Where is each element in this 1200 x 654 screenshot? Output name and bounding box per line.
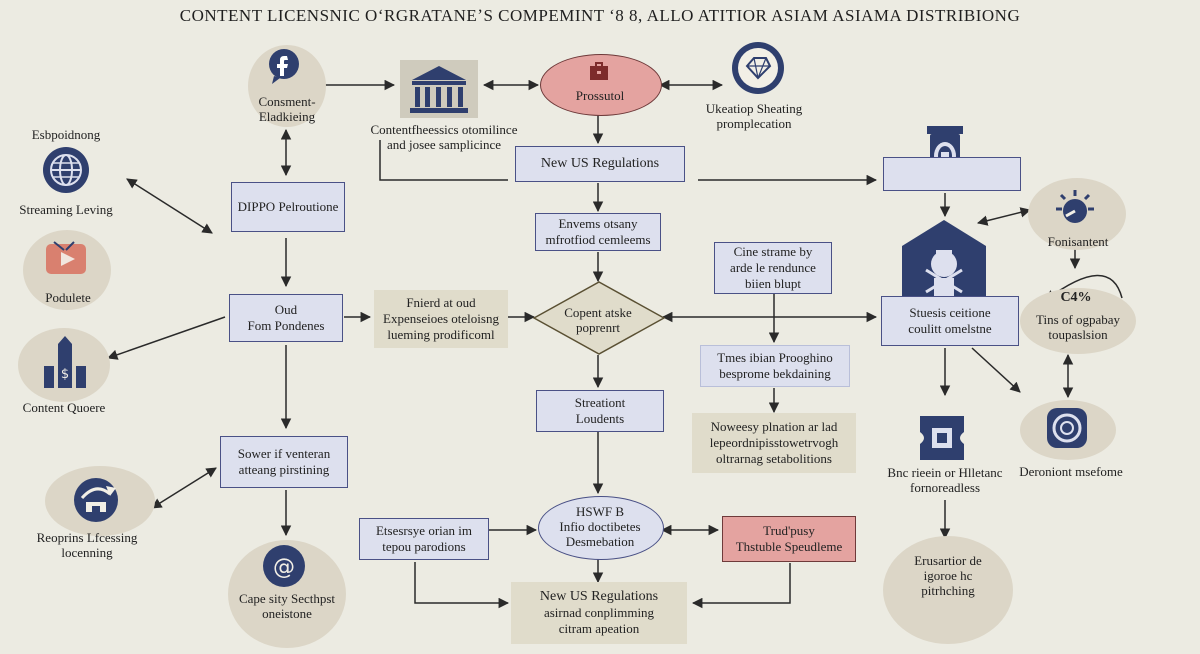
node-times: Tmes ibian Prooghino besprome bekdaining — [700, 345, 850, 387]
node-stuesis: Stuesis ceitione coulitt omelstne — [881, 296, 1019, 346]
building-icon — [902, 220, 986, 308]
page-title: CONTENT LICENSNIC OʻRGRATANEʼS COMPEMINT… — [179, 6, 1021, 25]
tins-label: Tins of ogpabay toupaslsion — [1035, 312, 1121, 342]
node-oud: Oud Fom Pondenes — [229, 294, 343, 342]
diamond-icon — [732, 42, 784, 94]
bridge-icon — [74, 478, 118, 522]
node-envems: Envems otsany mfrotfiod cemleems — [535, 213, 661, 251]
prossutol-label: Prossutol — [575, 88, 625, 103]
target-icon — [1047, 408, 1087, 448]
podulete-label: Podulete — [45, 290, 91, 305]
at-icon: @ — [263, 545, 305, 587]
reoprins-label: Reoprins Lfcessing locenning — [36, 530, 138, 560]
consent-label: Consment- Eladkieing — [258, 94, 316, 124]
c4-label: C4% — [1060, 290, 1092, 305]
node-copent-diamond — [533, 281, 665, 355]
ticket-icon — [920, 416, 964, 460]
content-quoere-label: Content Quoere — [22, 400, 106, 415]
deroniont-label: Deroniont msefome — [1019, 464, 1123, 479]
node-cine: Cine strame by arde le rendunce biien bl… — [714, 242, 832, 294]
node-friend: Fnierd at oud Expenseioes oteloisng luem… — [374, 290, 508, 348]
node-scale-box — [883, 157, 1021, 191]
espoidnong-label: Esbpoidnong — [31, 127, 101, 142]
node-streationt: Streationt Loudents — [536, 390, 664, 432]
bank-icon — [400, 60, 478, 118]
node-trudpusy: Trud'pusy Thstuble Speudleme — [722, 516, 856, 562]
facebook-icon — [269, 49, 299, 84]
new-us-bottom-heading: New US Regulations — [539, 589, 659, 604]
node-dippo: DIPPO Pelroutione — [231, 182, 345, 232]
asirnad-label: asirnad conplimming citram apeation — [543, 605, 655, 636]
hswf-label: HSWF B Infio doctibetes Desmebation — [559, 504, 641, 549]
blob-tins — [1020, 288, 1136, 354]
streaming-label: Streaming Leving — [19, 202, 113, 217]
svg-text:$: $ — [61, 367, 69, 382]
node-hswf-ellipse — [538, 496, 664, 560]
globe-icon — [43, 147, 89, 193]
ukeatiop-label: Ukeatiop Sheating promplecation — [705, 101, 803, 131]
play-icon — [46, 241, 86, 274]
node-etseresye: Etsesrsye orian im tepou parodions — [359, 518, 489, 560]
node-nowess: Noweesy plnation ar lad lepeordnipisstow… — [692, 413, 856, 473]
node-sower: Sower if venteran atteang pirstining — [220, 436, 348, 488]
blob-erusartior — [883, 536, 1013, 644]
gauge-icon — [1056, 190, 1094, 223]
node-new-us-regulations: New US Regulations — [515, 146, 685, 182]
node-new-us-regulations-bottom: New US Regulations asirnad conplimming c… — [511, 582, 687, 644]
tower-icon: $ — [44, 336, 86, 388]
copent-label: Copent atske poprenrt — [564, 305, 632, 335]
fonisantent-label: Fonisantent — [1047, 234, 1109, 249]
erusartior-label: Erusartior de igoroe hc pitrhching — [914, 553, 982, 598]
cape-label: Cape sity Secthpst oneistone — [238, 591, 336, 621]
bncriein-label: Bnc rieein or Hlletanc fornoreadless — [887, 465, 1003, 495]
svg-text:@: @ — [273, 555, 295, 580]
content-theessics-label: Contentfheessics otomilince and josee sa… — [370, 122, 518, 152]
briefcase-icon — [590, 62, 608, 80]
